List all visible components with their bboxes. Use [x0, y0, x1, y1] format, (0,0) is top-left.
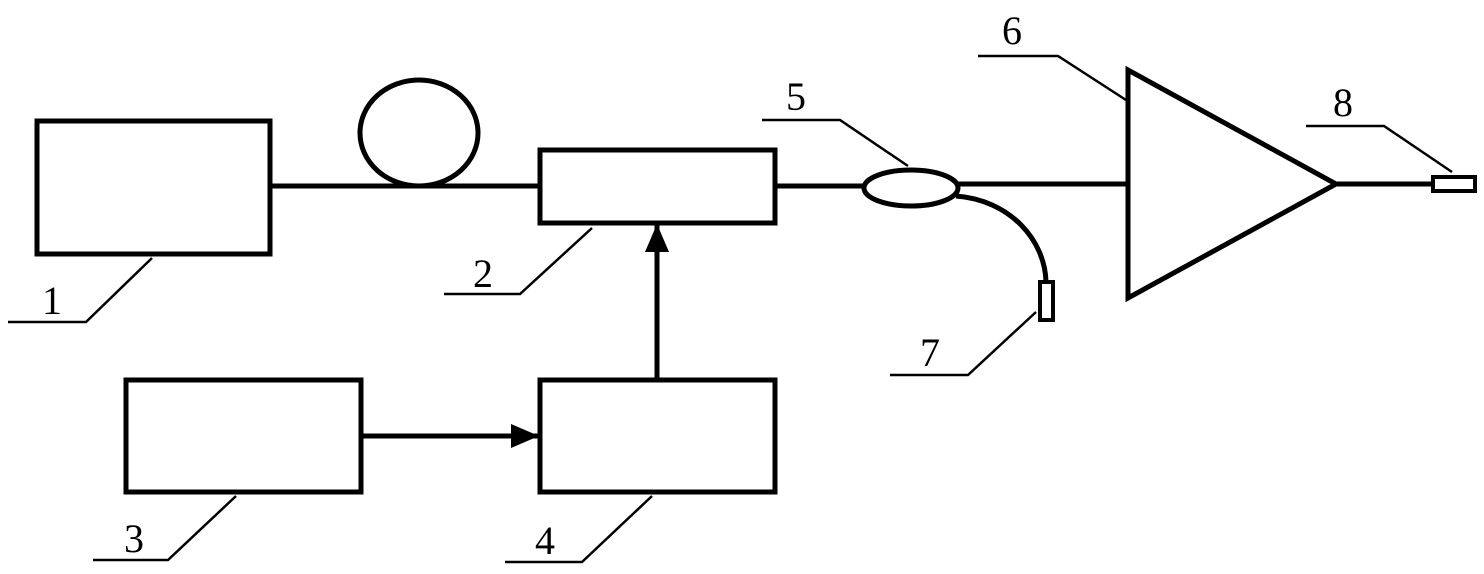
terminator-7 — [1040, 282, 1053, 320]
label-3: 3 — [124, 516, 144, 561]
leader-4 — [505, 496, 652, 562]
component-3-box — [126, 380, 361, 492]
fiber-5-to-7 — [956, 196, 1046, 282]
amplifier-6 — [1128, 70, 1336, 298]
label-1: 1 — [42, 278, 62, 323]
label-8: 8 — [1333, 80, 1353, 125]
component-2-box — [540, 150, 775, 223]
leader-7 — [890, 312, 1036, 375]
component-4-box — [540, 380, 775, 492]
fiber-coil — [360, 80, 478, 186]
leader-1 — [8, 258, 152, 322]
connector-8 — [1433, 177, 1475, 191]
label-4: 4 — [535, 518, 555, 563]
leader-3 — [93, 496, 236, 560]
label-5: 5 — [786, 74, 806, 119]
component-1-box — [37, 121, 270, 254]
label-6: 6 — [1002, 8, 1022, 53]
label-7: 7 — [920, 330, 940, 375]
coupler-5 — [864, 170, 958, 206]
label-2: 2 — [473, 251, 493, 296]
leader-5 — [762, 120, 908, 166]
leader-6 — [978, 56, 1126, 100]
leader-2 — [444, 228, 592, 294]
leader-8 — [1306, 126, 1452, 172]
